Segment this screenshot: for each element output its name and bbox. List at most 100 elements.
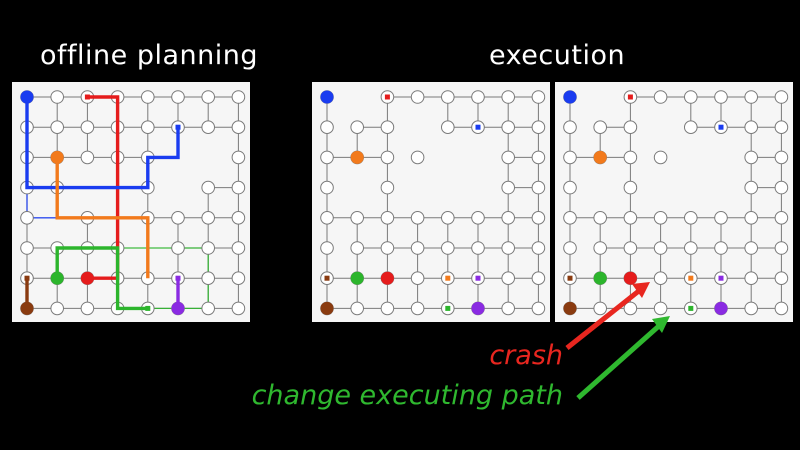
orange-goal-marker	[688, 275, 694, 281]
grid-node	[501, 301, 515, 316]
grid-node	[563, 150, 577, 165]
grid-node	[201, 180, 215, 195]
green-goal-marker	[445, 305, 451, 311]
grid-node	[231, 120, 246, 135]
grid-node	[531, 301, 546, 316]
change-arrow-head	[652, 316, 670, 333]
grid-node	[201, 120, 215, 135]
grid-node	[593, 241, 608, 255]
grid-node	[20, 241, 34, 255]
grid-node	[531, 150, 546, 165]
purple-goal-marker	[718, 275, 724, 281]
grid-node	[441, 90, 455, 104]
grid-node	[744, 211, 758, 225]
blue-planned-path	[25, 97, 180, 190]
grid-node	[410, 90, 425, 104]
grid-node	[50, 120, 65, 135]
blue-goal-marker	[718, 124, 724, 130]
grid-node	[501, 90, 515, 104]
purple-agent	[171, 301, 185, 315]
grid-node	[623, 180, 638, 195]
grid-node	[774, 241, 789, 255]
grid-node	[744, 271, 758, 285]
grid-node	[231, 271, 246, 285]
grid-node	[141, 90, 155, 104]
grid-node	[380, 150, 395, 165]
grid-node	[231, 150, 246, 165]
orange-agent	[593, 150, 607, 164]
grid-node	[50, 90, 65, 104]
grid-node	[171, 211, 185, 225]
grid-node	[320, 180, 334, 195]
green-planned-path	[55, 246, 148, 311]
green-agent	[350, 271, 364, 285]
grid-node	[774, 180, 789, 195]
grid-node	[380, 180, 395, 195]
red-agent	[623, 271, 637, 285]
grid-node	[774, 90, 789, 104]
grid-node	[320, 211, 334, 225]
grid-node	[350, 241, 365, 255]
grid-node	[774, 120, 789, 135]
grid-node	[350, 301, 365, 316]
grid-node	[231, 180, 246, 195]
grid-node	[774, 150, 789, 165]
grid-node	[653, 150, 668, 165]
grid-node	[531, 180, 546, 195]
grid-node	[744, 120, 758, 135]
grid-node	[320, 150, 334, 165]
grid-node	[410, 150, 425, 165]
execution-panel-2	[555, 82, 793, 322]
grid-node	[441, 120, 455, 135]
grid-node	[774, 211, 789, 225]
grid-node	[653, 241, 668, 255]
grid-node	[171, 241, 185, 255]
grid-node	[744, 150, 758, 165]
grid-node	[563, 211, 577, 225]
grid-node	[20, 211, 34, 225]
brown-goal-marker	[324, 275, 330, 281]
grid-node	[231, 301, 246, 316]
crash-label: crash	[489, 340, 563, 371]
grid-node	[50, 301, 65, 316]
grid-node	[380, 241, 395, 255]
grid-node	[563, 120, 577, 135]
red-agent	[380, 271, 394, 285]
grid-node	[531, 120, 546, 135]
grid-node	[201, 90, 215, 104]
execution-grid-1	[320, 90, 546, 316]
orange-agent	[50, 150, 64, 164]
grid-node	[320, 241, 334, 255]
grid-node	[623, 150, 638, 165]
grid-node	[684, 90, 698, 104]
execution-grid-2	[563, 90, 789, 316]
grid-node	[80, 301, 95, 316]
brown-agent	[320, 301, 334, 315]
grid-node	[744, 180, 758, 195]
execution-panel-1	[312, 82, 550, 322]
grid-node	[441, 211, 455, 225]
grid-node	[714, 211, 728, 225]
grid-node	[531, 90, 546, 104]
grid-node	[350, 120, 365, 135]
offline-planning-title: offline planning	[40, 40, 259, 71]
grid-node	[531, 241, 546, 255]
purple-goal-marker	[475, 275, 481, 281]
brown-goal-marker	[567, 275, 573, 281]
grid-node	[623, 301, 638, 316]
grid-node	[501, 211, 515, 225]
change-arrow	[576, 323, 662, 400]
grid-node	[141, 120, 155, 135]
grid-node	[774, 271, 789, 285]
crash-arrow-head	[632, 282, 650, 298]
grid-node	[380, 120, 395, 135]
grid-node	[350, 211, 365, 225]
grid-node	[201, 301, 215, 316]
blue-agent	[563, 90, 577, 104]
grid-node	[744, 90, 758, 104]
grid-node	[501, 150, 515, 165]
green-goal-marker	[688, 305, 694, 311]
crash-arrow	[565, 288, 642, 350]
green-agent	[593, 271, 607, 285]
